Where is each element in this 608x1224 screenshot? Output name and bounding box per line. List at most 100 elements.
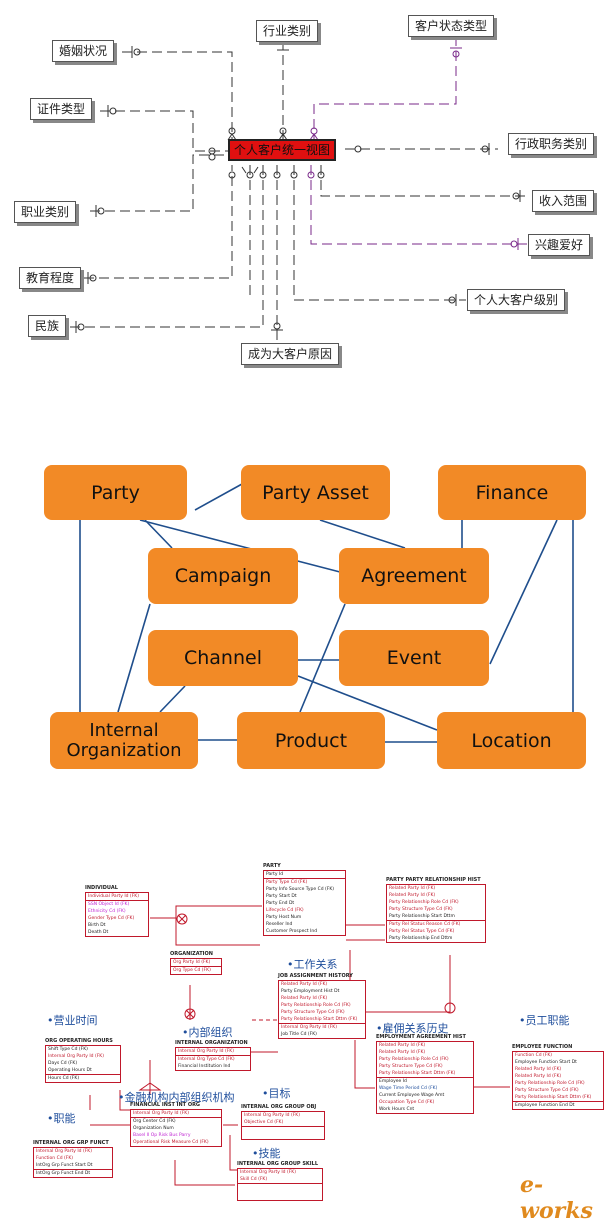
attr-row: Party Employment Hist Dt xyxy=(281,989,340,994)
label-education: 教育程度 xyxy=(19,267,82,289)
attr-row: Employee Id xyxy=(379,1079,407,1084)
attr-row: Party Relationship Role Cd (FK) xyxy=(389,900,459,905)
label-hobby: 兴趣爱好 xyxy=(528,234,591,256)
attr-row: Party Rel Status Type Cd (FK) xyxy=(389,929,455,934)
subject-party-asset: Party Asset xyxy=(241,465,390,520)
attr-row: Party Id xyxy=(266,872,284,877)
section-internal-org: •内部组织 xyxy=(182,1026,233,1039)
attr-row: Skill Cd (FK) xyxy=(240,1177,268,1182)
attr-row: Objective Cd (FK) xyxy=(244,1120,284,1125)
attr-row: Party Relationship Start Dttm (FK) xyxy=(515,1095,592,1100)
section-duty: •职能 xyxy=(47,1112,76,1125)
label-ethnicity: 民族 xyxy=(28,315,67,337)
attr-row: Operating Hours Dt xyxy=(48,1068,92,1073)
attr-row: Occupation Type Cd (FK) xyxy=(379,1100,435,1105)
attr-row: Related Party Id (FK) xyxy=(281,996,328,1001)
entity-individual: INDIVIDUAL Individual Party Id (FK) SSN … xyxy=(85,885,149,937)
attr-row: Internal Org Party Id (FK) xyxy=(244,1113,301,1118)
attr-row: Job Title Cd (FK) xyxy=(281,1032,317,1037)
entity-body: Individual Party Id (FK) SSN Object Id (… xyxy=(85,892,149,937)
attr-row: Individual Party Id (FK) xyxy=(88,894,139,899)
entity-title: INDIVIDUAL xyxy=(85,885,118,891)
entity-internal-org-grp-funct: INTERNAL ORG GRP FUNCT Internal Org Part… xyxy=(33,1140,113,1178)
attr-row: Party Relationship Start Dttm xyxy=(389,914,455,919)
attr-row: Organization Num xyxy=(133,1126,174,1131)
entity-org-operating-hours: ORG OPERATING HOURS Shift Type Cd (FK) I… xyxy=(45,1038,121,1083)
attr-row: Function Cd (FK) xyxy=(36,1156,74,1161)
subject-finance: Finance xyxy=(438,465,586,520)
entity-title: ORG OPERATING HOURS xyxy=(45,1038,113,1044)
entity-body: Shift Type Cd (FK) Internal Org Party Id… xyxy=(45,1045,121,1083)
entity-body: Internal Org Party Id (FK) Internal Org … xyxy=(175,1047,251,1071)
attr-row: Basel II Op Risk Bus Parry xyxy=(133,1133,191,1138)
entity-body: Org Party Id (FK) Org Type Cd (FK) xyxy=(170,958,222,975)
subject-area-links xyxy=(79,483,574,743)
entity-title: FINANCIAL INST INT ORG xyxy=(130,1102,201,1108)
label-marital-status: 婚姻状况 xyxy=(52,40,115,62)
attr-row: Customer Prospect Ind xyxy=(266,929,318,934)
attr-row: Related Party Id (FK) xyxy=(515,1074,562,1079)
attr-row: Employee Function Start Dt xyxy=(515,1060,577,1065)
attr-row: Birth Dt xyxy=(88,923,106,928)
center-entity: 个人客户统一视图 xyxy=(228,139,337,161)
attr-row: Party Relationship Role Cd (FK) xyxy=(281,1003,351,1008)
attr-row: Wage Time Period Cd (FK) xyxy=(379,1086,438,1091)
attr-row: Ethnicity Cd (FK) xyxy=(88,909,126,914)
attr-row: Party Start Dt xyxy=(266,894,297,899)
label-occupation-type: 职业类别 xyxy=(14,201,77,223)
entity-body: Party Id Party Type Cd (FK) Party Info S… xyxy=(263,870,346,936)
entity-body: Internal Org Party Id (FK) Org Center Cd… xyxy=(130,1109,222,1147)
attr-row: Org Type Cd (FK) xyxy=(173,968,211,973)
attr-row: Related Party Id (FK) xyxy=(515,1067,562,1072)
attr-row: Operational Risk Measure Cd (FK) xyxy=(133,1140,209,1145)
entity-title: EMPLOYEE FUNCTION xyxy=(512,1044,573,1050)
entity-internal-org-group-skill: INTERNAL ORG GROUP SKILL Internal Org Pa… xyxy=(237,1161,323,1201)
entity-title: INTERNAL ORG GRP FUNCT xyxy=(33,1140,109,1146)
entity-title: JOB ASSIGNMENT HISTORY xyxy=(278,973,353,979)
attr-row: Related Party Id (FK) xyxy=(281,982,328,987)
subject-location: Location xyxy=(437,712,586,769)
entity-body: Related Party Id (FK) Related Party Id (… xyxy=(376,1041,474,1114)
entity-organization: ORGANIZATION Org Party Id (FK) Org Type … xyxy=(170,951,222,975)
section-job-function: •员工职能 xyxy=(519,1014,570,1027)
er-star-connectors xyxy=(70,36,530,345)
attr-row: Party Structure Type Cd (FK) xyxy=(515,1088,579,1093)
subject-party: Party xyxy=(44,465,187,520)
entity-employee-function: EMPLOYEE FUNCTION Function Cd (FK) Emplo… xyxy=(512,1044,604,1110)
attr-row: Work Hours Cnt xyxy=(379,1107,415,1112)
attr-row: Financial Institution Ind xyxy=(178,1064,231,1069)
entity-job-assignment-history: JOB ASSIGNMENT HISTORY Related Party Id … xyxy=(278,973,366,1039)
attr-row: Party Relationship End Dttm xyxy=(389,936,453,941)
attr-row: Org Center Cd (FK) xyxy=(133,1119,176,1124)
subject-internal-organization: Internal Organization xyxy=(50,712,198,769)
attr-row: Party Info Source Type Cd (FK) xyxy=(266,887,335,892)
entity-title: PARTY xyxy=(263,863,281,869)
label-income-range: 收入范围 xyxy=(532,190,595,212)
entity-body: Function Cd (FK) Employee Function Start… xyxy=(512,1051,604,1110)
label-vip-reason: 成为大客户原因 xyxy=(241,343,340,365)
attr-row: Gender Type Cd (FK) xyxy=(88,916,135,921)
attr-row: Party Relationship Start Dttm (FK) xyxy=(281,1017,358,1022)
attr-row: IntOrg Grp Funct End Dt xyxy=(36,1171,91,1176)
entity-internal-organization: INTERNAL ORGANIZATION Internal Org Party… xyxy=(175,1040,251,1071)
label-admin-title-type: 行政职务类别 xyxy=(508,133,595,155)
attr-row: Party Structure Type Cd (FK) xyxy=(379,1064,443,1069)
entity-title: INTERNAL ORG GROUP OBJ xyxy=(241,1104,317,1110)
entity-body: Related Party Id (FK) Related Party Id (… xyxy=(386,884,486,943)
entity-body: Related Party Id (FK) Party Employment H… xyxy=(278,980,366,1039)
attr-row: Party Structure Type Cd (FK) xyxy=(389,907,453,912)
attr-row: Party Rel Status Reason Cd (FK) xyxy=(389,922,461,927)
attr-row: Party Relationship Start Dttm (FK) xyxy=(379,1071,456,1076)
attr-row: SSN Object Id (FK) xyxy=(88,902,130,907)
attr-row: Internal Org Party Id (FK) xyxy=(48,1054,105,1059)
section-work-relation: •工作关系 xyxy=(287,958,338,971)
section-target: •目标 xyxy=(262,1087,291,1100)
entity-title: EMPLOYMENT AGREEMENT HIST xyxy=(376,1034,466,1040)
attr-row: Internal Org Party Id (FK) xyxy=(240,1170,297,1175)
attr-row: Reseller Ind xyxy=(266,922,293,927)
subject-channel: Channel xyxy=(148,630,298,686)
section-business-hours: •营业时间 xyxy=(47,1014,98,1027)
subject-event: Event xyxy=(339,630,489,686)
attr-row: Internal Org Party Id (FK) xyxy=(36,1149,93,1154)
